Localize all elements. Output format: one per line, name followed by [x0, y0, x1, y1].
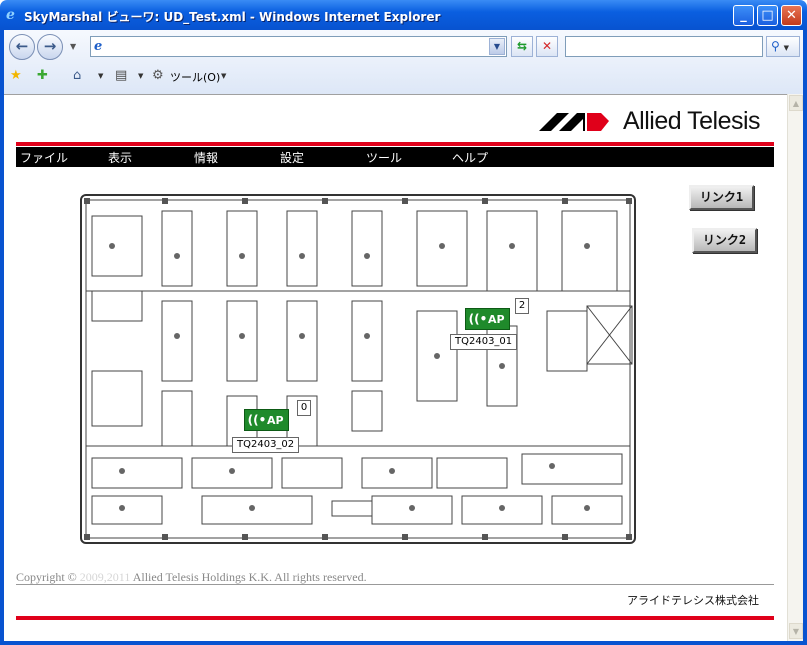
search-input[interactable]	[570, 38, 760, 55]
refresh-icon: ⇆	[516, 39, 528, 53]
company-name: アライドテレシス株式会社	[627, 594, 759, 607]
print-dropdown-icon[interactable]: ▼	[138, 72, 144, 80]
stop-icon: ✕	[541, 39, 553, 53]
menu-help[interactable]: ヘルプ	[452, 151, 489, 165]
address-bar[interactable]: e ▼	[90, 36, 507, 57]
add-favorite-icon[interactable]: ✚	[37, 68, 48, 83]
home-dropdown-icon[interactable]: ▼	[98, 72, 104, 80]
printer-icon[interactable]: ▤	[115, 68, 128, 83]
stop-button[interactable]: ✕	[536, 36, 558, 57]
ap-name-label: TQ2403_01	[450, 334, 518, 350]
footer-red-rule	[16, 616, 774, 620]
search-dropdown-icon: ▼	[783, 44, 790, 52]
wifi-icon: ((•	[468, 312, 488, 326]
floor-plan-map[interactable]	[80, 194, 636, 544]
address-dropdown-icon[interactable]: ▼	[489, 38, 505, 55]
gear-icon[interactable]: ⚙	[152, 68, 164, 83]
menu-tools[interactable]: ツール	[366, 151, 403, 165]
copyright-years: 2009,2011	[79, 570, 131, 584]
maximize-button[interactable]: □	[757, 5, 778, 26]
title-bar[interactable]: e SkyMarshal ビューワ: UD_Test.xml - Windows…	[0, 0, 807, 30]
browser-toolbar: ← → ▼ e ▼ ⇆ ✕ ⚲ ▼	[4, 30, 803, 94]
home-icon[interactable]: ⌂	[73, 68, 82, 83]
ie-logo-icon: e	[6, 7, 15, 23]
ap-name-label: TQ2403_02	[232, 437, 300, 453]
logo-mark-icon	[539, 113, 609, 131]
ap-badge-label: AP	[267, 414, 284, 427]
copyright-holder: Allied Telesis Holdings K.K. All rights …	[132, 570, 367, 584]
ap-badge-label: AP	[488, 313, 505, 326]
app-menubar: ファイル 表示 情報 設定 ツール ヘルプ	[16, 147, 774, 167]
menu-file[interactable]: ファイル	[20, 151, 69, 165]
menu-info[interactable]: 情報	[194, 151, 219, 165]
back-button[interactable]: ←	[9, 34, 35, 60]
star-icon[interactable]: ★	[10, 68, 22, 83]
ap-client-count: 2	[515, 298, 529, 314]
access-point-marker[interactable]: ((•AP	[244, 409, 289, 431]
header-red-rule	[16, 142, 774, 146]
floor-plan-drawing	[84, 198, 633, 540]
minimize-button[interactable]: _	[733, 5, 754, 26]
history-dropdown-icon[interactable]: ▼	[70, 42, 77, 51]
magnifier-icon: ⚲	[771, 39, 780, 53]
copyright-prefix: Copyright ©	[16, 570, 77, 584]
tools-dropdown-icon[interactable]: ▼	[221, 72, 227, 80]
allied-telesis-logo: Allied Telesis	[539, 107, 769, 137]
ap-client-count: 0	[297, 400, 311, 416]
search-button[interactable]: ⚲ ▼	[766, 36, 800, 57]
access-point-marker[interactable]: ((•AP	[465, 308, 510, 330]
command-bar: ★ ✚ ⌂ ▼ ▤ ▼ ⚙ ツール(O) ▼	[4, 64, 794, 90]
forward-arrow-icon: →	[43, 37, 57, 55]
page-icon: e	[94, 39, 103, 54]
link-2-button[interactable]: リンク2	[692, 228, 757, 253]
link-1-button[interactable]: リンク1	[689, 185, 754, 210]
forward-button[interactable]: →	[37, 34, 63, 60]
menu-view[interactable]: 表示	[108, 151, 133, 165]
close-button[interactable]: ✕	[781, 5, 802, 26]
copyright-text: Copyright © 2009,2011 Allied Telesis Hol…	[16, 570, 367, 585]
scroll-up-icon[interactable]: ▲	[789, 95, 803, 111]
logo-text: Allied Telesis	[623, 107, 761, 135]
scroll-down-icon[interactable]: ▼	[789, 623, 803, 639]
page-viewport: Allied Telesis ファイル 表示 情報 設定 ツール ヘルプ	[4, 94, 787, 641]
window-title: SkyMarshal ビューワ: UD_Test.xml - Windows I…	[24, 10, 441, 24]
wifi-icon: ((•	[247, 413, 267, 427]
tools-menu-button[interactable]: ツール(O)	[170, 71, 221, 84]
menu-settings[interactable]: 設定	[280, 151, 305, 165]
footer-divider	[16, 584, 774, 585]
search-box[interactable]	[565, 36, 763, 57]
vertical-scrollbar[interactable]: ▲ ▼	[787, 94, 803, 641]
refresh-button[interactable]: ⇆	[511, 36, 533, 57]
address-input[interactable]	[111, 38, 481, 55]
back-arrow-icon: ←	[15, 37, 29, 55]
